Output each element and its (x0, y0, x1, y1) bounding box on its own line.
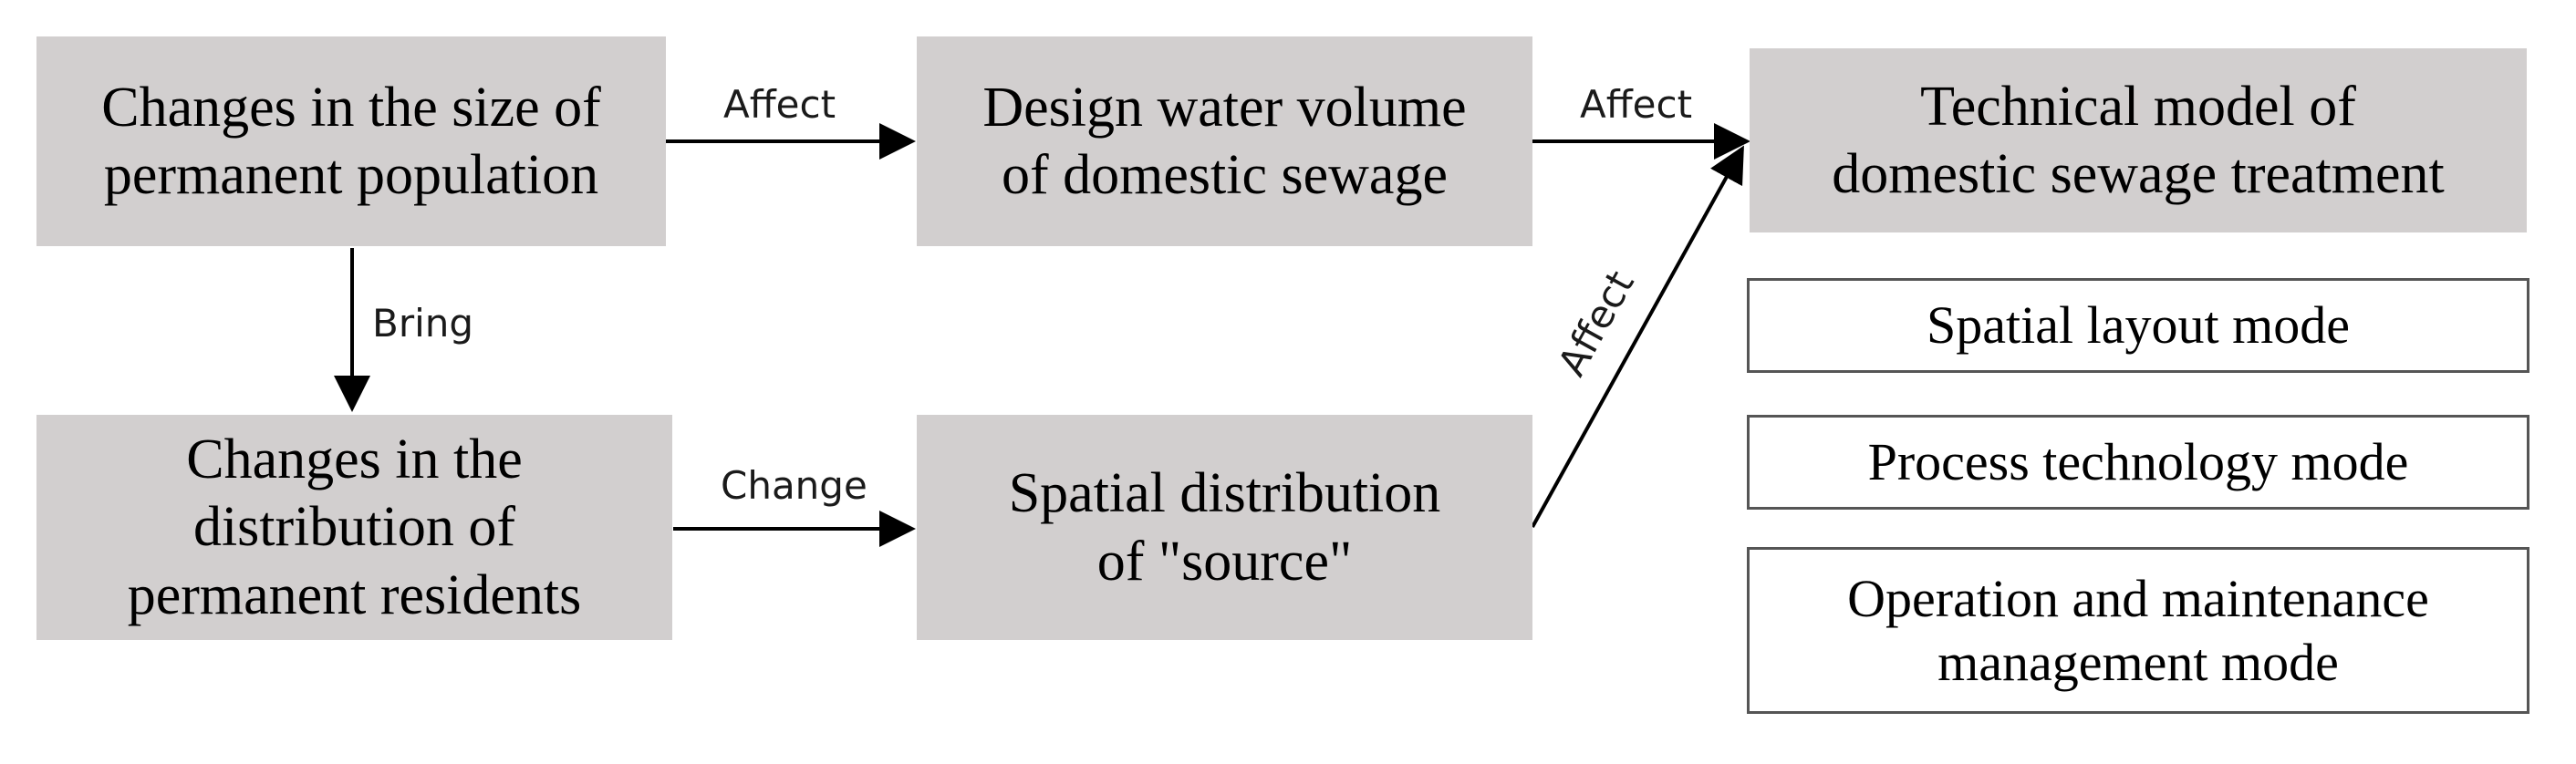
process-technology-mode-box: Process technology mode (1747, 415, 2529, 510)
population-size-box: Changes in the size of permanent populat… (36, 36, 666, 246)
operation-maintenance-mode-box: Operation and maintenance management mod… (1747, 547, 2529, 714)
technical-model-text: Technical model of domestic sewage treat… (1832, 75, 2445, 205)
edge-label-change: Change (721, 463, 867, 508)
source-distribution-text: Spatial distribution of "source" (1008, 462, 1441, 593)
resident-distribution-text: Changes in the distribution of permanent… (127, 428, 582, 626)
edge-label-affect-top-left: Affect (723, 82, 836, 127)
process-technology-mode-text: Process technology mode (1867, 432, 2409, 492)
population-size-text: Changes in the size of permanent populat… (101, 76, 601, 206)
source-distribution-box: Spatial distribution of "source" (917, 415, 1532, 640)
spatial-layout-mode-text: Spatial layout mode (1927, 295, 2350, 356)
edge-label-bring: Bring (372, 301, 474, 346)
arrow-source-to-technical-model (1531, 145, 1744, 528)
resident-distribution-box: Changes in the distribution of permanent… (36, 415, 672, 640)
edge-label-affect-top-right: Affect (1580, 82, 1693, 127)
technical-model-box: Technical model of domestic sewage treat… (1750, 48, 2527, 232)
water-volume-box: Design water volume of domestic sewage (917, 36, 1532, 246)
spatial-layout-mode-box: Spatial layout mode (1747, 278, 2529, 373)
operation-maintenance-mode-text: Operation and maintenance management mod… (1847, 568, 2429, 692)
water-volume-text: Design water volume of domestic sewage (982, 76, 1467, 206)
